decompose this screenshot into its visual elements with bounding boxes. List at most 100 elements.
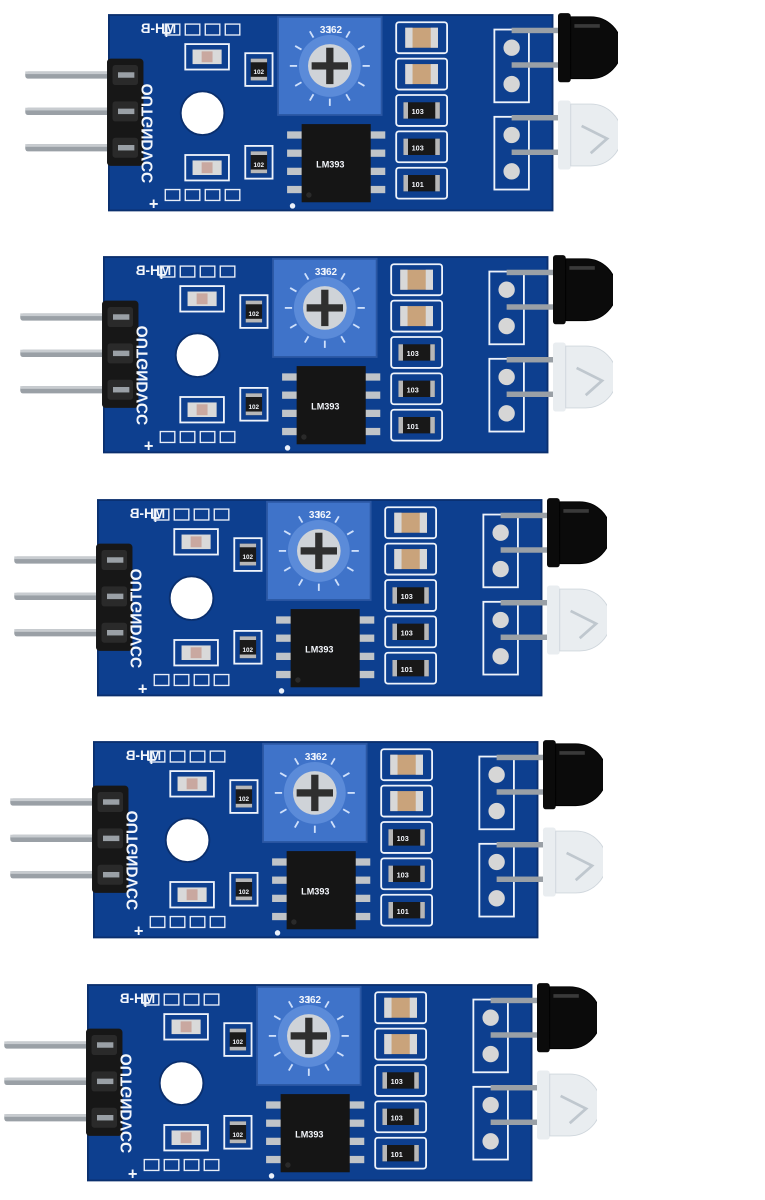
comparator-chip: LM393 <box>287 124 386 203</box>
smd-capacitor <box>380 748 433 782</box>
chip-marking: LM393 <box>311 402 339 412</box>
model-silkscreen: MH-B <box>140 21 176 36</box>
smd-capacitor <box>374 991 427 1025</box>
smd-led <box>179 396 225 424</box>
chip-marking: LM393 <box>295 1130 323 1140</box>
resistor-code: 102 <box>232 1132 243 1139</box>
plus-sign: + <box>162 25 172 43</box>
smd-led <box>163 1013 209 1041</box>
ir-emitter-led <box>511 100 618 170</box>
smd-resistor: 103 <box>390 336 443 369</box>
smd-resistor: 103 <box>384 579 437 612</box>
plus-sign: + <box>138 681 148 699</box>
resistor-code: 102 <box>248 404 259 411</box>
resistor-code: 102 <box>248 311 259 318</box>
comparator-chip: LM393 <box>272 851 371 930</box>
svg-text:OUTGNDVCC: OUTGNDVCC <box>129 569 146 669</box>
resistor-code: 101 <box>412 180 424 189</box>
smd-resistor: 103 <box>395 94 448 127</box>
chip-marking: LM393 <box>305 645 333 655</box>
resistor-code: 101 <box>407 422 419 431</box>
resistor-code: 102 <box>242 647 253 654</box>
smd-resistor: 102 <box>229 779 259 814</box>
ir-receiver-led <box>511 13 618 83</box>
plus-sign: + <box>144 438 154 456</box>
resistor-code: 101 <box>401 665 413 674</box>
smd-resistor: 102 <box>239 294 269 329</box>
smd-led <box>169 881 215 909</box>
svg-text:OUTGNDVCC: OUTGNDVCC <box>125 811 142 911</box>
smd-resistor: 101 <box>374 1136 427 1170</box>
svg-text:MH-B: MH-B <box>129 506 165 521</box>
smd-capacitor <box>374 1027 427 1061</box>
chip-marking: LM393 <box>316 160 344 170</box>
resistor-code: 101 <box>397 907 409 916</box>
smd-led <box>173 639 219 667</box>
smd-led <box>173 528 219 556</box>
smd-capacitor <box>395 57 448 91</box>
pin-labels-silkscreen: OUTGNDVCC <box>129 569 146 669</box>
resistor-code: 102 <box>253 69 264 76</box>
plus-sign: + <box>149 196 159 214</box>
comparator-chip: LM393 <box>266 1094 365 1173</box>
mounting-hole <box>180 91 225 135</box>
smd-resistor: 103 <box>374 1100 427 1134</box>
smd-capacitor <box>384 542 437 576</box>
resistor-code: 103 <box>412 107 424 116</box>
model-silkscreen: MH-B <box>125 748 161 763</box>
mounting-hole <box>169 576 214 620</box>
plus-sign: + <box>157 267 167 285</box>
ir-emitter-led <box>490 1070 597 1140</box>
ir-receiver-led <box>506 255 613 325</box>
resistor-code: 103 <box>401 628 413 637</box>
smd-resistor: 101 <box>395 166 448 200</box>
smd-led <box>179 285 225 313</box>
trimmer-potentiometer: 3362 <box>277 15 383 116</box>
svg-text:MH-B: MH-B <box>135 263 171 278</box>
trimmer-potentiometer: 3362 <box>272 257 378 358</box>
ir-receiver-led <box>500 498 607 568</box>
svg-text:OUTGNDVCC: OUTGNDVCC <box>119 1054 136 1154</box>
pin-labels-silkscreen: OUTGNDVCC <box>135 326 152 426</box>
plus-sign: + <box>151 510 161 528</box>
mounting-hole <box>165 818 210 862</box>
resistor-code: 102 <box>253 162 264 169</box>
resistor-code: 103 <box>412 143 424 152</box>
smd-led <box>184 43 230 71</box>
smd-capacitor <box>384 506 437 540</box>
smd-led <box>184 154 230 182</box>
svg-text:MH-B: MH-B <box>119 991 155 1006</box>
smd-resistor: 102 <box>233 630 263 665</box>
resistor-code: 102 <box>238 889 249 896</box>
ir-emitter-led <box>506 342 613 412</box>
ir-emitter-led <box>500 585 607 655</box>
smd-resistor: 102 <box>223 1022 253 1057</box>
pin-labels-silkscreen: OUTGNDVCC <box>140 84 157 184</box>
model-silkscreen: MH-B <box>129 506 165 521</box>
resistor-code: 103 <box>397 870 409 879</box>
smd-resistor: 103 <box>390 372 443 406</box>
comparator-chip: LM393 <box>282 366 381 445</box>
smd-resistor: 101 <box>380 893 433 927</box>
svg-text:MH-B: MH-B <box>140 21 176 36</box>
svg-text:OUTGNDVCC: OUTGNDVCC <box>135 326 152 426</box>
mounting-hole <box>159 1061 204 1105</box>
smd-resistor: 102 <box>229 872 259 907</box>
pot-marking: 3362 <box>309 510 332 521</box>
smd-resistor: 103 <box>380 821 433 854</box>
resistor-code: 103 <box>407 385 419 394</box>
resistor-code: 103 <box>397 834 409 843</box>
smd-resistor: 102 <box>244 52 274 87</box>
trimmer-potentiometer: 3362 <box>256 985 362 1086</box>
plus-sign: + <box>141 995 151 1013</box>
smd-resistor: 102 <box>223 1115 253 1150</box>
smd-resistor: 101 <box>390 408 443 442</box>
ir-receiver-led <box>490 983 597 1053</box>
smd-resistor: 103 <box>380 857 433 891</box>
resistor-code: 102 <box>242 554 253 561</box>
svg-text:OUTGNDVCC: OUTGNDVCC <box>140 84 157 184</box>
